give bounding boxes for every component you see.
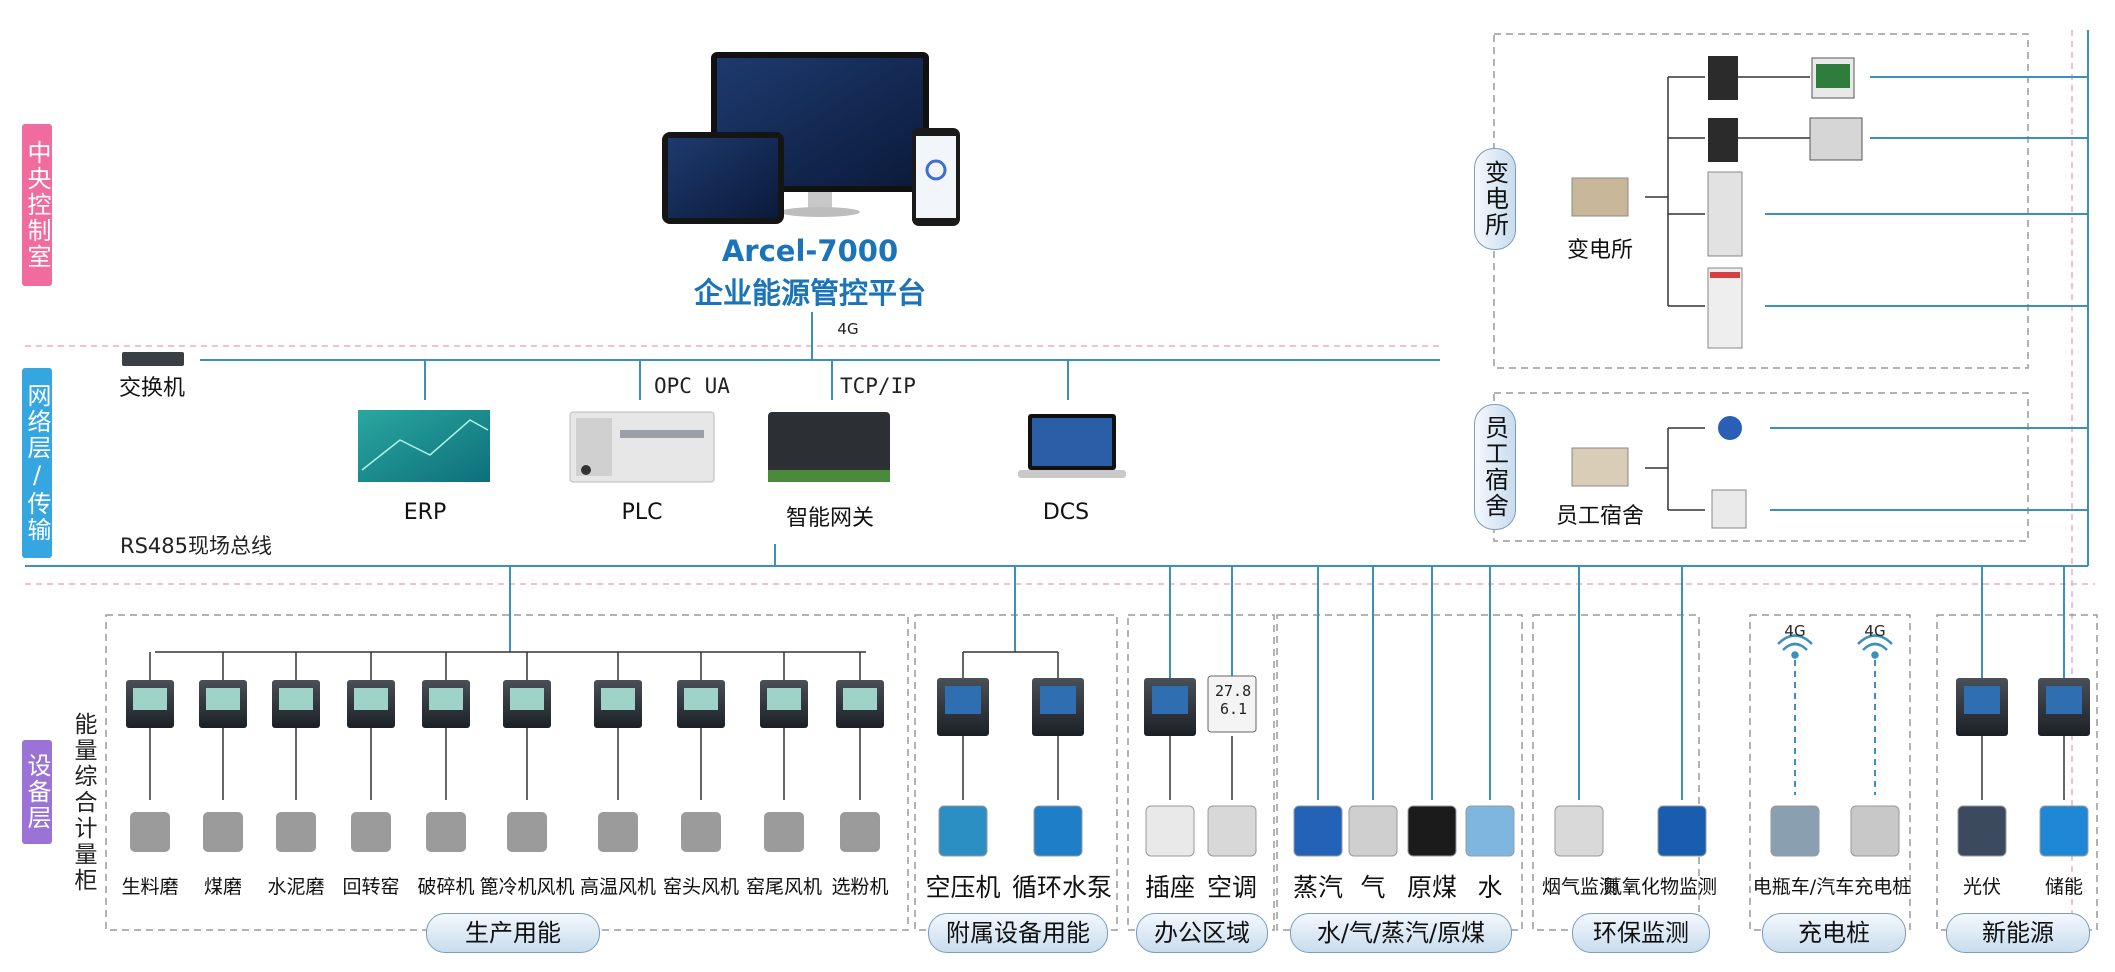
erp-label: ERP: [403, 500, 447, 525]
equipment-production-7: [681, 812, 721, 852]
item-label-office-0: 插座: [1144, 873, 1196, 902]
equipment-2: [1145, 805, 1195, 857]
erp-icon: [358, 410, 490, 482]
group-title-charging: 充电桩: [1762, 913, 1906, 953]
item-label-auxiliary-0: 空压机: [925, 873, 1001, 902]
equipment-5: [1348, 805, 1398, 857]
item-label-production-8: 窑尾风机: [745, 876, 823, 898]
bus-lines: [25, 30, 2089, 800]
item-label-newenergy-1: 储能: [2044, 876, 2084, 898]
equipment-11: [1850, 805, 1900, 857]
dorm-title-pill: 员工宿舍: [1474, 404, 1516, 530]
dcs-laptop-icon: [1018, 414, 1126, 478]
group-title-utilities: 水/气/蒸汽/原煤: [1290, 913, 1512, 953]
platform-devices-illustration: [662, 52, 960, 226]
equipment-12: [1957, 805, 2007, 857]
wifi-icons: [1777, 634, 1893, 659]
item-label-utilities-3: 水: [1477, 873, 1503, 902]
item-label-auxiliary-1: 循环水泵: [1011, 873, 1113, 902]
equipment-9: [1657, 805, 1707, 857]
plc-label: PLC: [621, 500, 663, 525]
equipment-1: [1033, 805, 1083, 857]
item-label-production-7: 窑头风机: [662, 876, 740, 898]
item-label-production-1: 煤磨: [203, 876, 243, 898]
gateway-label: 智能网关: [785, 506, 875, 531]
equipment-production-5: [507, 812, 547, 852]
substation-title-pill: 变电所: [1474, 148, 1516, 250]
item-label-utilities-0: 蒸汽: [1292, 873, 1344, 902]
equipment-7: [1465, 805, 1515, 857]
network-layer-tag: 网络层/传输层: [0, 368, 52, 558]
gateway-icon: [768, 412, 890, 482]
group-title-office: 办公区域: [1136, 913, 1268, 953]
device-wiring: [155, 76, 2065, 800]
group-title-environment: 环保监测: [1572, 913, 1710, 953]
charging-4g-left: 4G: [1784, 622, 1806, 640]
platform-4g-label: 4G: [837, 320, 859, 338]
energy-meters: [126, 652, 2090, 800]
thermo-display-temp: 27.8: [1215, 682, 1252, 700]
switch-label: 交换机: [118, 376, 186, 401]
substation-equipment: [1571, 56, 1863, 349]
dorm-equipment: [1571, 416, 1747, 529]
charging-links: [1794, 660, 1876, 795]
item-label-production-0: 生料磨: [121, 876, 179, 898]
energy-cabinet-label: 能量综合计量柜: [70, 712, 96, 894]
item-label-utilities-2: 原煤: [1406, 873, 1458, 902]
item-label-newenergy-0: 光伏: [1962, 876, 2002, 898]
dcs-label: DCS: [1042, 500, 1090, 525]
group-title-auxiliary: 附属设备用能: [928, 913, 1108, 953]
equipment-production-3: [351, 812, 391, 852]
opc-ua-label: OPC UA: [654, 374, 730, 398]
group-title-production: 生产用能: [426, 913, 600, 953]
item-label-environment-1: 氮氧化物监测: [1602, 876, 1718, 898]
equipment-production-0: [130, 812, 170, 852]
tcp-ip-label: TCP/IP: [840, 374, 916, 398]
equipment-production-8: [764, 812, 804, 852]
equipment-4: [1293, 805, 1343, 857]
rs485-label: RS485现场总线: [120, 534, 273, 558]
platform-name: Arcel-7000: [721, 234, 899, 268]
platform-subtitle: 企业能源管控平台: [693, 276, 927, 310]
thermo-display-humidity: 6.1: [1220, 700, 1248, 718]
item-label-environment-0: 烟气监测: [1541, 876, 1619, 898]
equipment-10: [1770, 805, 1820, 857]
equipment-6: [1407, 805, 1457, 857]
item-label-production-9: 选粉机: [831, 876, 889, 898]
equipment-8: [1554, 805, 1604, 857]
layer-separators: [25, 30, 2095, 940]
item-label-charging-0: 电瓶车/汽车充电桩: [1752, 876, 1912, 898]
device-layer-tag: 设备层: [22, 740, 52, 844]
equipment-0: [938, 805, 988, 857]
equipment-3: [1207, 805, 1257, 857]
charging-4g-right: 4G: [1864, 622, 1886, 640]
item-label-production-3: 回转窑: [342, 876, 400, 898]
equipment-production-6: [598, 812, 638, 852]
item-label-production-2: 水泥磨: [267, 876, 325, 898]
item-label-utilities-1: 气: [1360, 873, 1386, 902]
equipment-production-4: [426, 812, 466, 852]
equipment-production-2: [276, 812, 316, 852]
switch-icon: [122, 352, 184, 366]
equipment-production-1: [203, 812, 243, 852]
item-label-production-6: 高温风机: [579, 876, 657, 898]
equipment-pictograms: [130, 805, 2089, 857]
central-layer-tag: 中央控制室: [22, 124, 52, 286]
equipment-13: [2039, 805, 2089, 857]
plc-icon: [569, 411, 715, 483]
item-label-production-4: 破碎机: [417, 876, 475, 898]
equipment-production-9: [840, 812, 880, 852]
item-label-office-1: 空调: [1206, 873, 1258, 902]
substation-label: 变电所: [1566, 238, 1634, 263]
item-label-production-5: 篦冷机风机: [479, 876, 575, 898]
dorm-label: 员工宿舍: [1555, 504, 1645, 529]
group-title-newenergy: 新能源: [1946, 913, 2090, 953]
